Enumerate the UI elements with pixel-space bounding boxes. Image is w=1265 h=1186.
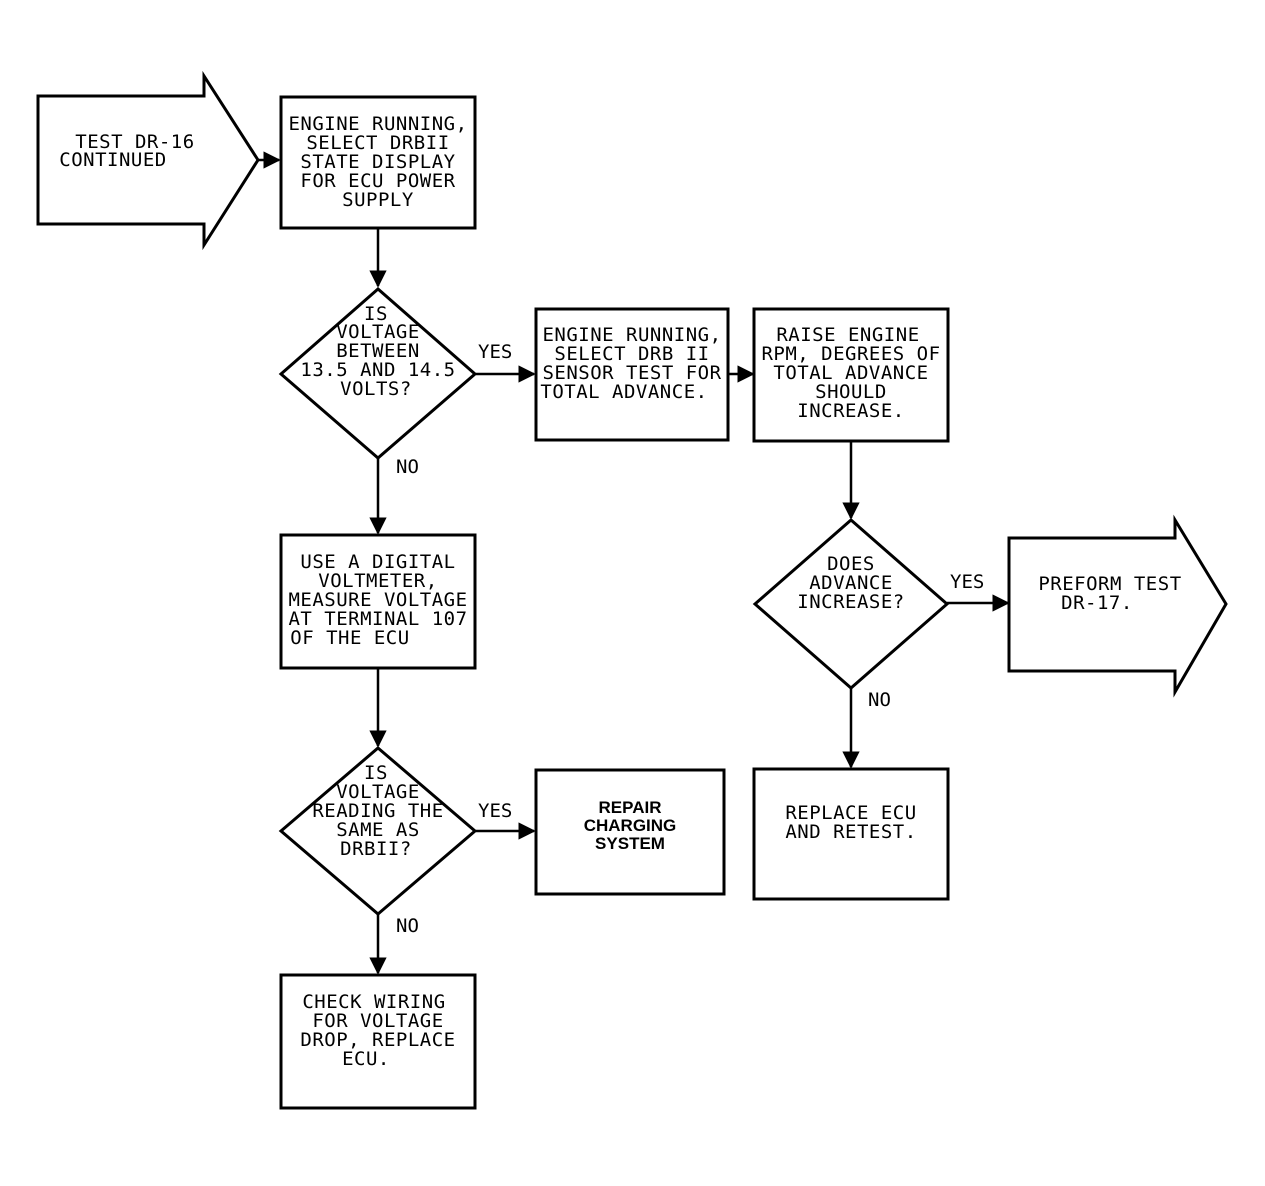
step4-line-1: USE A DIGITAL — [300, 551, 455, 573]
check-wiring-line-4: ECU. — [342, 1048, 390, 1070]
step1-line-2: SELECT DRBII — [306, 132, 449, 154]
decision3-diamond — [278, 746, 478, 916]
end-test-arrow-shape — [1007, 514, 1228, 698]
step3-box — [752, 307, 950, 443]
decision3-line-1: IS — [364, 762, 388, 784]
decision2-no-label: NO — [868, 689, 891, 711]
repair-box — [534, 768, 726, 896]
step1-node: ENGINE RUNNING, SELECT DRBII STATE DISPL… — [279, 95, 477, 230]
step2-line-4: TOTAL ADVANCE. — [540, 381, 707, 403]
step3-line-3: TOTAL ADVANCE — [773, 362, 928, 384]
step4-line-4: AT TERMINAL 107 — [288, 608, 467, 630]
step1-box — [279, 95, 477, 230]
step2-line-1: ENGINE RUNNING, — [542, 324, 721, 346]
repair-line-1: REPAIR — [599, 798, 662, 817]
decision1-line-4: 13.5 AND 14.5 — [300, 359, 455, 381]
decision2-line-2: ADVANCE — [809, 572, 893, 594]
decision1-line-1: IS — [364, 303, 388, 325]
step1-line-5: SUPPLY — [342, 189, 414, 211]
decision2-line-1: DOES — [827, 553, 875, 575]
step3-line-4: SHOULD — [815, 381, 887, 403]
step4-node: USE A DIGITAL VOLTMETER, MEASURE VOLTAGE… — [279, 533, 477, 670]
decision1-line-2: VOLTAGE — [336, 321, 420, 343]
check-wiring-node: CHECK WIRING FOR VOLTAGE DROP, REPLACE E… — [279, 973, 477, 1110]
start-line-1: TEST DR-16 — [75, 131, 194, 153]
connectors — [258, 151, 1010, 975]
step2-line-2: SELECT DRB II — [554, 343, 709, 365]
step3-line-5: INCREASE. — [797, 400, 904, 422]
decision3-yes-label: YES — [478, 800, 512, 822]
replace-ecu-box — [752, 767, 950, 901]
step1-line-4: FOR ECU POWER — [300, 170, 455, 192]
step3-line-1: RAISE ENGINE — [776, 324, 919, 346]
decision2-line-3: INCREASE? — [797, 591, 904, 613]
decision1-line-5: VOLTS? — [340, 378, 412, 400]
repair-node: REPAIR CHARGING SYSTEM — [534, 768, 726, 896]
step4-line-3: MEASURE VOLTAGE — [288, 589, 467, 611]
decision3-line-4: SAME AS — [336, 819, 420, 841]
repair-line-3: SYSTEM — [595, 834, 665, 853]
decision2-node: DOES ADVANCE INCREASE? YES NO — [752, 518, 984, 711]
step4-line-2: VOLTMETER, — [318, 570, 437, 592]
decision1-diamond — [278, 287, 478, 460]
start-line-2: CONTINUED — [59, 149, 166, 171]
decision3-line-3: READING THE — [312, 800, 443, 822]
replace-ecu-node: REPLACE ECU AND RETEST. — [752, 767, 950, 901]
step4-line-5: OF THE ECU — [290, 627, 409, 649]
decision2-diamond — [752, 518, 950, 690]
end-test-node: PREFORM TEST DR-17. — [1007, 514, 1228, 698]
start-node: TEST DR-16 CONTINUED — [36, 70, 260, 251]
step2-line-3: SENSOR TEST FOR — [542, 362, 721, 384]
step2-node: ENGINE RUNNING, SELECT DRB II SENSOR TES… — [534, 307, 730, 442]
step2-box — [534, 307, 730, 442]
replace-ecu-line-1: REPLACE ECU — [785, 802, 916, 824]
decision3-line-5: DRBII? — [340, 838, 412, 860]
repair-line-2: CHARGING — [584, 816, 677, 835]
replace-ecu-line-2: AND RETEST. — [785, 821, 916, 843]
check-wiring-line-1: CHECK WIRING — [302, 991, 445, 1013]
decision3-no-label: NO — [396, 915, 419, 937]
decision1-line-3: BETWEEN — [336, 340, 420, 362]
step4-box — [279, 533, 477, 670]
check-wiring-line-2: FOR VOLTAGE — [312, 1010, 443, 1032]
start-arrow-shape — [36, 70, 260, 251]
decision3-node: IS VOLTAGE READING THE SAME AS DRBII? YE… — [278, 746, 512, 937]
decision2-yes-label: YES — [950, 571, 984, 593]
decision1-node: IS VOLTAGE BETWEEN 13.5 AND 14.5 VOLTS? … — [278, 287, 512, 478]
end-test-line-1: PREFORM TEST — [1038, 573, 1181, 595]
step1-line-3: STATE DISPLAY — [300, 151, 455, 173]
decision1-no-label: NO — [396, 456, 419, 478]
check-wiring-box — [279, 973, 477, 1110]
step3-node: RAISE ENGINE RPM, DEGREES OF TOTAL ADVAN… — [752, 307, 950, 443]
decision3-line-2: VOLTAGE — [336, 781, 420, 803]
step1-line-1: ENGINE RUNNING, — [288, 113, 467, 135]
check-wiring-line-3: DROP, REPLACE — [300, 1029, 455, 1051]
decision1-yes-label: YES — [478, 341, 512, 363]
end-test-line-2: DR-17. — [1061, 592, 1133, 614]
step3-line-2: RPM, DEGREES OF — [761, 343, 940, 365]
